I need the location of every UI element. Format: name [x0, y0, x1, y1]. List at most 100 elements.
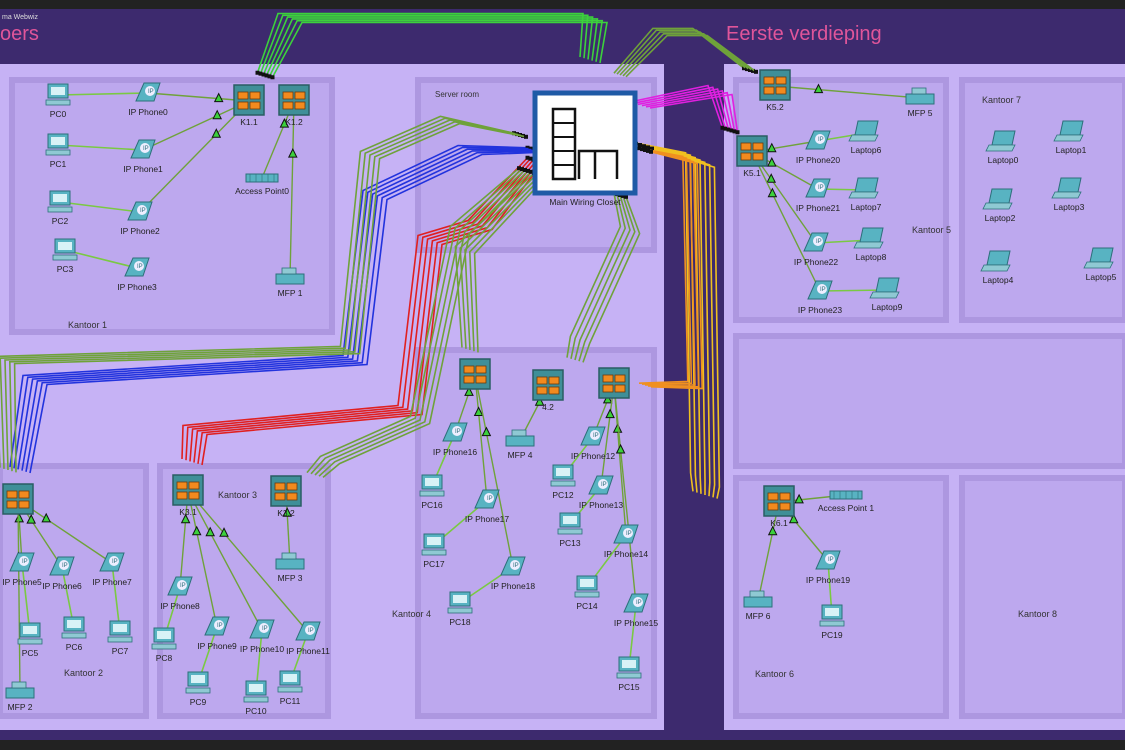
- device-label: K5.2: [766, 102, 784, 112]
- device-pc14[interactable]: PC14: [575, 576, 599, 611]
- floor-title-ground: oers: [0, 23, 39, 45]
- svg-text:IP: IP: [308, 628, 314, 634]
- device-label: Access Point 1: [818, 503, 874, 513]
- device-label: PC5: [22, 648, 39, 658]
- device-pc19[interactable]: PC19: [820, 605, 844, 640]
- device-label: IP Phone16: [433, 447, 478, 457]
- device-label: MFP 6: [746, 611, 771, 621]
- cable-endpoint: [524, 135, 528, 139]
- laptop-icon: [855, 178, 878, 192]
- device-label: IP Phone10: [240, 644, 285, 654]
- room-label-server: Server room: [435, 90, 479, 99]
- device-label: PC1: [50, 159, 67, 169]
- switch-icon: [271, 476, 301, 506]
- device-label: Laptop6: [851, 145, 882, 155]
- room-label-kantoor7: Kantoor 7: [982, 95, 1021, 105]
- device-label: PC18: [449, 617, 471, 627]
- printer-icon: [744, 597, 772, 607]
- device-label: K6.1: [770, 518, 788, 528]
- laptop-icon: [876, 278, 899, 292]
- room-label-kantoor6: Kantoor 6: [755, 669, 794, 679]
- device-k2[interactable]: [3, 484, 33, 514]
- device-label: Laptop0: [988, 155, 1019, 165]
- device-label: IP Phone22: [794, 257, 839, 267]
- room-label-kantoor5: Kantoor 5: [912, 225, 951, 235]
- device-label: IP Phone21: [796, 203, 841, 213]
- device-label: IP Phone15: [614, 618, 659, 628]
- device-label: Laptop8: [856, 252, 887, 262]
- device-label: IP Phone20: [796, 155, 841, 165]
- wiring-closet-icon: [535, 93, 635, 193]
- device-label: IP Phone23: [798, 305, 843, 315]
- device-label: PC3: [57, 264, 74, 274]
- device-pc18[interactable]: PC18: [448, 592, 472, 627]
- printer-icon: [6, 688, 34, 698]
- room-label-kantoor4: Kantoor 4: [392, 609, 431, 619]
- svg-text:IP: IP: [593, 433, 599, 439]
- device-pc17[interactable]: PC17: [422, 534, 446, 569]
- svg-text:IP: IP: [140, 208, 146, 214]
- device-label: Laptop7: [851, 202, 882, 212]
- device-label: Laptop1: [1056, 145, 1087, 155]
- device-label: MFP 5: [908, 108, 933, 118]
- device-label: PC7: [112, 646, 129, 656]
- device-pc11[interactable]: PC11: [278, 671, 302, 706]
- printer-icon: [276, 274, 304, 284]
- device-label: IP Phone9: [197, 641, 237, 651]
- device-label: PC13: [559, 538, 581, 548]
- room-label-kantoor8: Kantoor 8: [1018, 609, 1057, 619]
- laptop-icon: [992, 131, 1015, 145]
- device-k43[interactable]: [599, 368, 629, 398]
- top-left-label: ma Webwiz: [2, 14, 39, 21]
- device-pc12[interactable]: PC12: [551, 465, 575, 500]
- device-label: PC8: [156, 653, 173, 663]
- cable-endpoint: [736, 130, 740, 134]
- switch-icon: [173, 475, 203, 505]
- laptop-icon: [1058, 178, 1081, 192]
- device-label: PC9: [190, 697, 207, 707]
- top-bar: [0, 0, 1125, 9]
- svg-text:IP: IP: [487, 496, 493, 502]
- printer-icon: [276, 559, 304, 569]
- device-label: IP Phone13: [579, 500, 624, 510]
- laptop-icon: [989, 189, 1012, 203]
- device-label: PC19: [821, 630, 843, 640]
- laptop-icon: [1060, 121, 1083, 135]
- svg-text:IP: IP: [816, 239, 822, 245]
- device-label: IP Phone17: [465, 514, 510, 524]
- laptop-icon: [987, 251, 1010, 265]
- device-label: PC6: [66, 642, 83, 652]
- printer-icon: [506, 436, 534, 446]
- room-label-kantoor3: Kantoor 3: [218, 490, 257, 500]
- laptop-icon: [860, 228, 883, 242]
- device-label: Laptop5: [1086, 272, 1117, 282]
- svg-text:IP: IP: [601, 482, 607, 488]
- room-label-kantoor2: Kantoor 2: [64, 668, 103, 678]
- laptop-icon: [1090, 248, 1113, 262]
- device-label: IP Phone14: [604, 549, 649, 559]
- device-label: IP Phone3: [117, 282, 157, 292]
- switch-icon: [599, 368, 629, 398]
- laptop-icon: [855, 121, 878, 135]
- building-floor-first: [724, 64, 1125, 730]
- svg-text:IP: IP: [828, 557, 834, 563]
- device-label: K3.1: [179, 507, 197, 517]
- svg-text:IP: IP: [148, 89, 154, 95]
- device-pc13[interactable]: PC13: [558, 513, 582, 548]
- device-pc15[interactable]: PC15: [617, 657, 641, 692]
- printer-icon: [906, 94, 934, 104]
- device-k41[interactable]: [460, 359, 490, 389]
- svg-text:IP: IP: [636, 600, 642, 606]
- device-label: Laptop9: [872, 302, 903, 312]
- svg-text:IP: IP: [513, 563, 519, 569]
- device-pc10[interactable]: PC10: [244, 681, 268, 716]
- device-label: PC11: [280, 696, 301, 706]
- device-label: IP Phone2: [120, 226, 160, 236]
- device-pc16[interactable]: PC16: [420, 475, 444, 510]
- device-label: PC2: [52, 216, 69, 226]
- device-label: IP Phone8: [160, 601, 200, 611]
- device-mwc[interactable]: Main Wiring Closet: [535, 93, 635, 207]
- device-label: MFP 2: [8, 702, 33, 712]
- device-label: Laptop3: [1054, 202, 1085, 212]
